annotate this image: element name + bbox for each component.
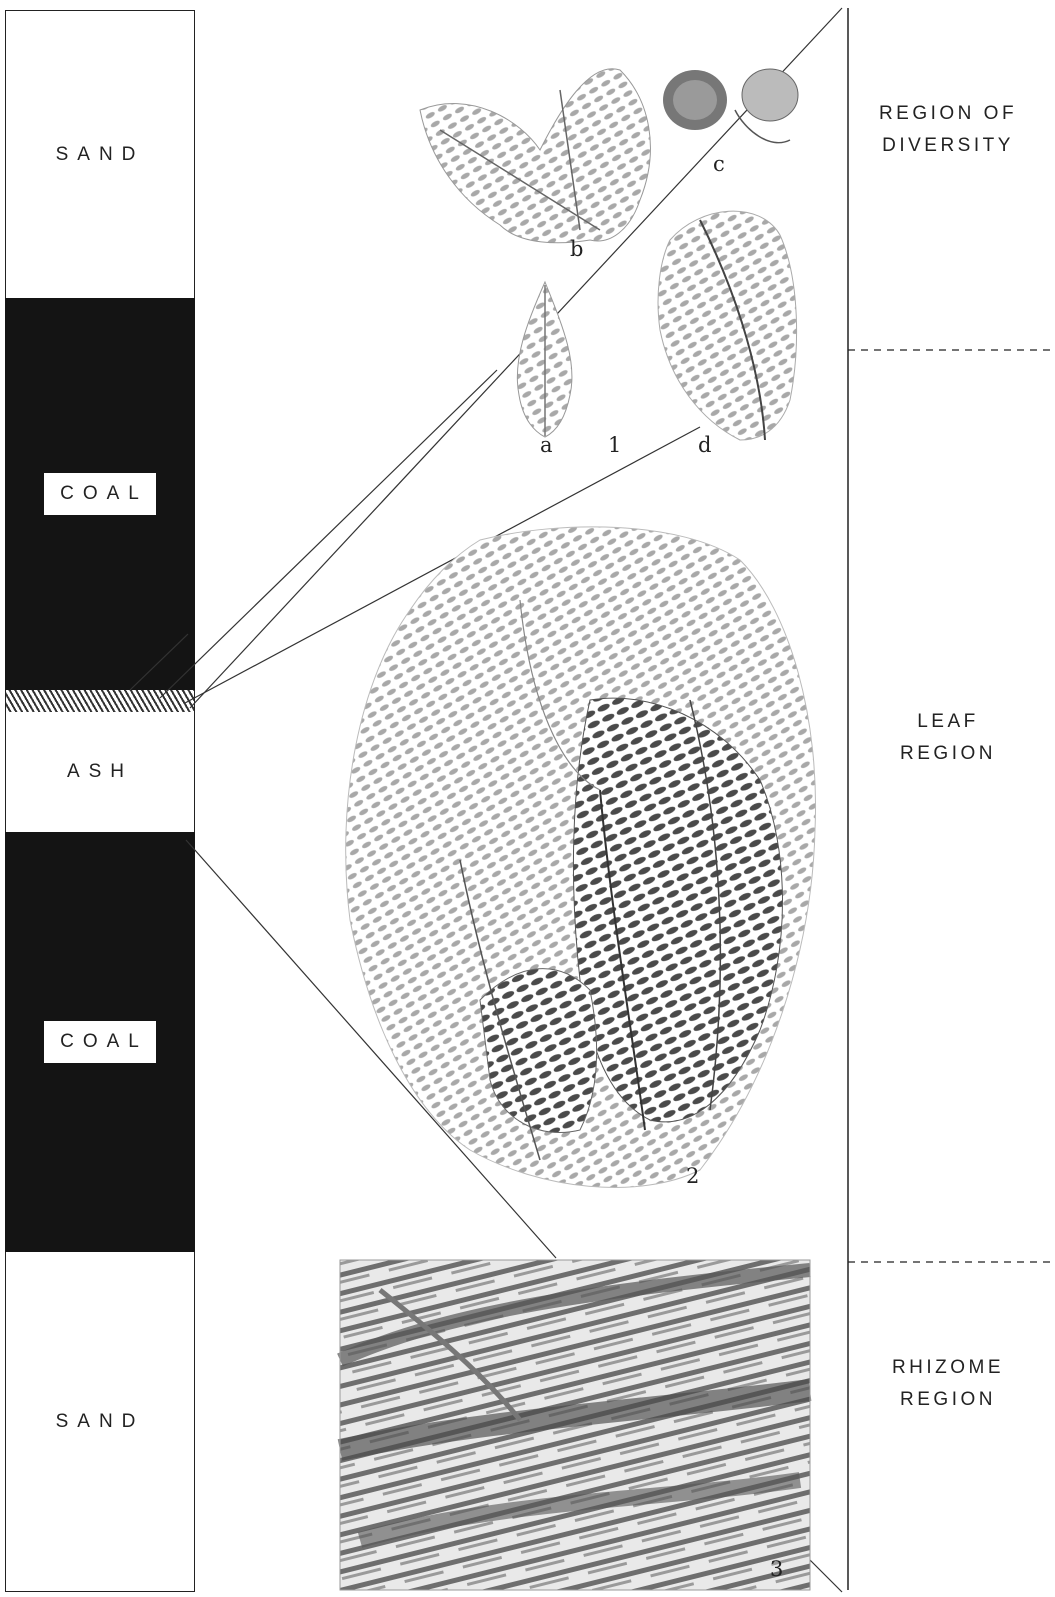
region-diversity-line2: DIVERSITY <box>848 130 1048 162</box>
specimen-d-fossil <box>658 211 797 440</box>
region-rhizome-line2: REGION <box>848 1384 1048 1416</box>
specimen-label-1: 1 <box>608 433 621 457</box>
specimen-b-fossil <box>420 69 650 243</box>
region-diversity-label: REGION OF DIVERSITY <box>848 98 1048 162</box>
specimen-label-b: b <box>570 237 583 261</box>
region-leaf-label: LEAF REGION <box>848 706 1048 770</box>
region-leaf-line2: REGION <box>848 738 1048 770</box>
region-rhizome-line1: RHIZOME <box>848 1352 1048 1384</box>
specimen-label-2: 2 <box>686 1164 699 1188</box>
specimen-label-a: a <box>540 433 553 457</box>
specimen-a-fossil <box>517 282 572 437</box>
specimen-label-c: c <box>713 152 725 176</box>
region-leaf-line1: LEAF <box>848 706 1048 738</box>
region-rhizome-label: RHIZOME REGION <box>848 1352 1048 1416</box>
specimen-label-d: d <box>698 433 711 457</box>
specimen-2-fossil <box>346 527 816 1188</box>
specimen-3-rhizome <box>340 1260 810 1590</box>
specimen-c-fossil <box>663 69 798 143</box>
region-diversity-line1: REGION OF <box>848 98 1048 130</box>
specimen-label-3: 3 <box>770 1557 783 1581</box>
